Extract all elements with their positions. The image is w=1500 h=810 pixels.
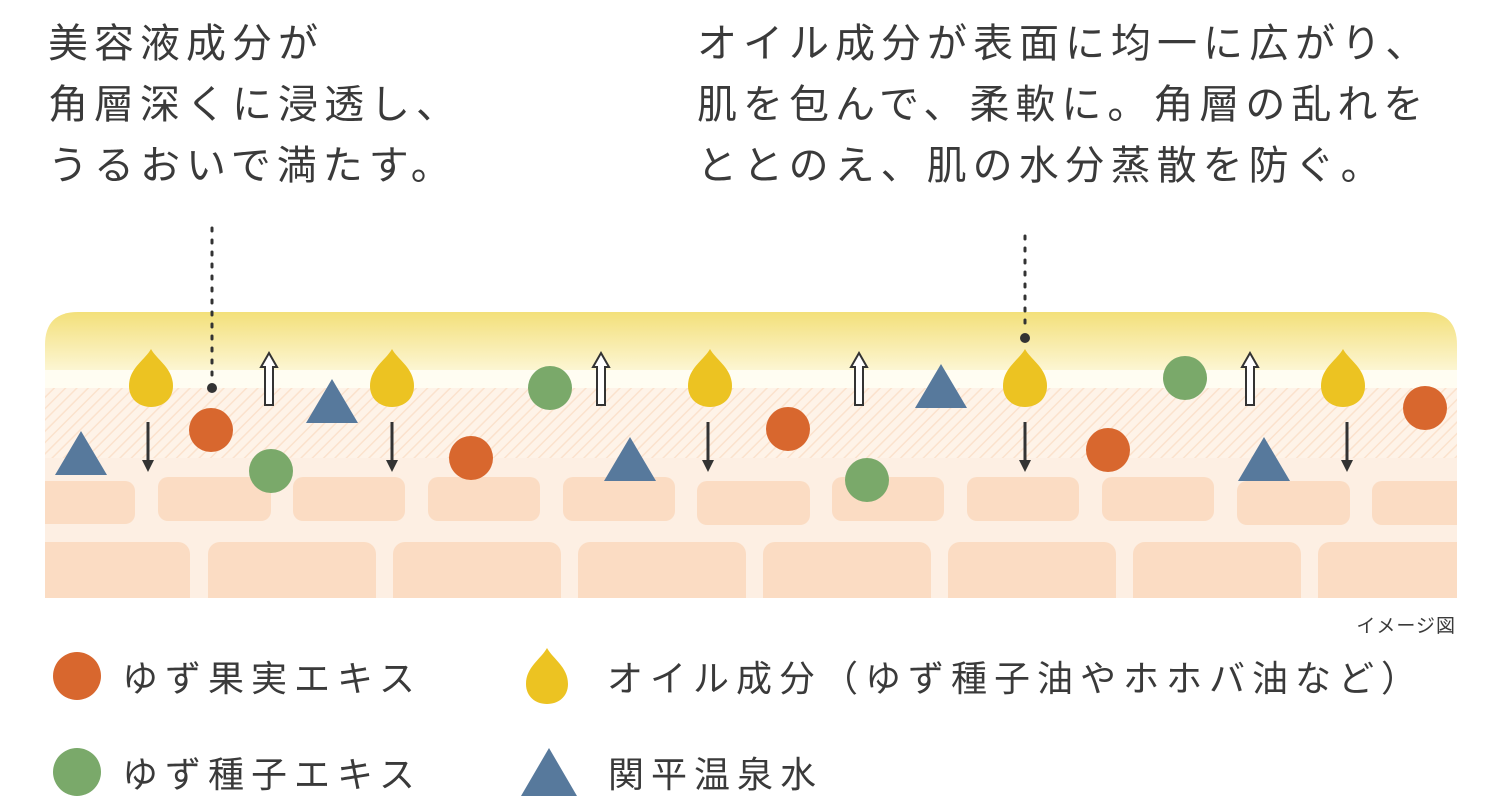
stratum-corneum-hatched xyxy=(45,388,1457,458)
fruit-extract-circles xyxy=(189,386,1447,480)
right-caption: オイル成分が表面に均一に広がり、 肌を包んで、柔軟に。角層の乱れを ととのえ、肌… xyxy=(697,14,1431,197)
oil-drops xyxy=(129,349,1365,407)
blue-triangle-icon xyxy=(55,431,107,475)
skin-cell xyxy=(578,542,746,612)
skin-cells-row-1 xyxy=(25,477,1472,525)
blue-triangle-icon xyxy=(306,379,358,423)
up-arrow-icon xyxy=(259,350,279,406)
left-caption-line-2: 角層深くに浸透し、 xyxy=(48,82,462,128)
skin-cell xyxy=(428,477,540,521)
yellow-drop-icon xyxy=(526,648,568,704)
legend-fruit-extract-label: ゆず果実エキス xyxy=(122,659,422,700)
green-circle-icon xyxy=(845,458,889,502)
orange-circle-icon xyxy=(53,652,101,700)
skin-cell xyxy=(948,542,1116,612)
diagram-left-mask xyxy=(0,300,45,630)
legend-seed-extract: ゆず種子エキス xyxy=(52,742,422,802)
up-arrows xyxy=(259,350,1260,406)
left-caption: 美容液成分が 角層深くに浸透し、 うるおいで満たす。 xyxy=(48,14,462,197)
skin-cells-row-2 xyxy=(25,542,1478,612)
skin-cell xyxy=(393,542,561,612)
green-circle-icon xyxy=(528,366,572,410)
up-arrow-icon xyxy=(591,350,611,406)
diagram-bottom-mask xyxy=(0,598,1500,628)
blue-triangle-icon xyxy=(915,364,967,408)
skin-cell xyxy=(1237,481,1350,525)
right-caption-line-1: オイル成分が表面に均一に広がり、 xyxy=(697,21,1432,67)
yellow-drop-icon xyxy=(370,349,414,407)
legend-seed-extract-label: ゆず種子エキス xyxy=(122,755,422,796)
blue-triangle-icon xyxy=(1238,437,1290,481)
blue-triangle-icon xyxy=(604,437,656,481)
pointer-lines xyxy=(207,226,1030,393)
yellow-drop-icon xyxy=(1321,349,1365,407)
skin-cell xyxy=(1102,477,1214,521)
skin-cell xyxy=(293,477,405,521)
right-caption-line-3: ととのえ、肌の水分蒸散を防ぐ。 xyxy=(697,143,1387,189)
orange-circle-icon xyxy=(766,407,810,451)
yellow-drop-icon xyxy=(688,349,732,407)
yellow-drop-icon xyxy=(129,349,173,407)
skin-cell xyxy=(25,481,135,524)
up-arrow-icon xyxy=(1240,350,1260,406)
orange-circle-icon xyxy=(1086,428,1130,472)
yellow-drop-icon xyxy=(1003,349,1047,407)
legend-oil: オイル成分（ゆず種子油やホホバ油など） xyxy=(525,646,1424,706)
skin-cell xyxy=(697,481,810,525)
green-circle-icon xyxy=(53,748,101,796)
spring-water-triangles xyxy=(55,364,1290,481)
up-arrow-icon xyxy=(849,350,869,406)
legend-oil-label: オイル成分（ゆず種子油やホホバ油など） xyxy=(607,659,1425,700)
skin-cell xyxy=(158,477,271,521)
legend-water: 関平温泉水 xyxy=(520,742,823,802)
right-caption-line-2: 肌を包んで、柔軟に。角層の乱れを xyxy=(697,82,1430,128)
blue-triangle-icon xyxy=(521,748,577,796)
left-pointer-dot xyxy=(207,383,217,393)
left-caption-line-3: うるおいで満たす。 xyxy=(48,143,457,189)
skin-cell xyxy=(208,542,376,612)
left-caption-line-1: 美容液成分が xyxy=(48,21,324,67)
orange-circle-icon xyxy=(189,408,233,452)
skin-cell xyxy=(1318,542,1478,612)
seed-extract-circles xyxy=(249,356,1207,502)
green-circle-icon xyxy=(1163,356,1207,400)
skin-cell xyxy=(25,542,190,612)
skin-cell xyxy=(1133,542,1301,612)
green-circle-icon xyxy=(249,449,293,493)
diagram-right-mask xyxy=(1457,300,1500,630)
down-arrows xyxy=(142,422,1353,472)
skin-cell xyxy=(1372,481,1472,525)
legend-water-label: 関平温泉水 xyxy=(608,755,824,796)
legend-fruit-extract: ゆず果実エキス xyxy=(52,646,422,706)
right-pointer-dot xyxy=(1020,333,1030,343)
orange-circle-icon xyxy=(1403,386,1447,430)
skin-cell xyxy=(563,477,675,521)
image-note: イメージ図 xyxy=(1356,615,1456,637)
orange-circle-icon xyxy=(449,436,493,480)
skin-cell xyxy=(967,477,1079,521)
skin-cell xyxy=(763,542,931,612)
